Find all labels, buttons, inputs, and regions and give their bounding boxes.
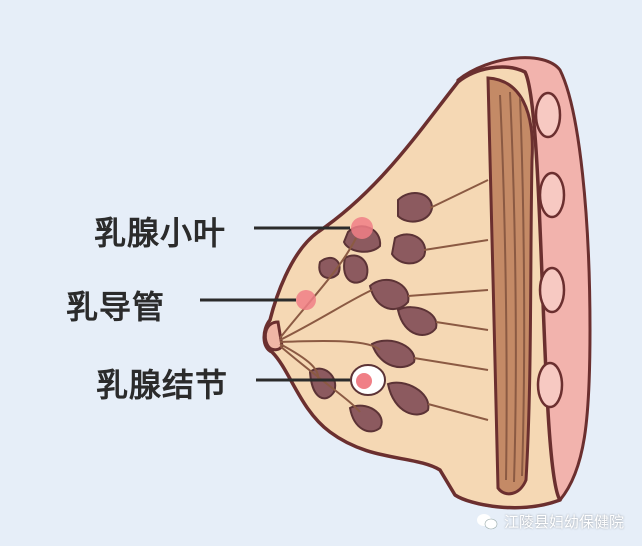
muscle-fibers xyxy=(499,91,526,483)
nodule-label: 乳腺结节 xyxy=(96,366,229,404)
outer-bumps xyxy=(534,91,566,409)
lobule-highlight xyxy=(351,217,373,239)
lobule-label: 乳腺小叶 xyxy=(94,214,227,252)
watermark-text: 江陵县妇幼保健院 xyxy=(503,513,624,531)
watermark: 江陵县妇幼保健院 xyxy=(476,511,624,532)
nipple xyxy=(263,320,284,352)
duct-highlight xyxy=(296,290,316,310)
nodule-core xyxy=(356,373,372,389)
duct-label: 乳导管 xyxy=(66,288,166,326)
pectoral-muscle xyxy=(486,76,534,496)
wechat-icon xyxy=(476,513,498,529)
connective-tissue xyxy=(407,179,489,421)
milk-ducts xyxy=(279,237,381,413)
breast-body xyxy=(262,65,562,510)
